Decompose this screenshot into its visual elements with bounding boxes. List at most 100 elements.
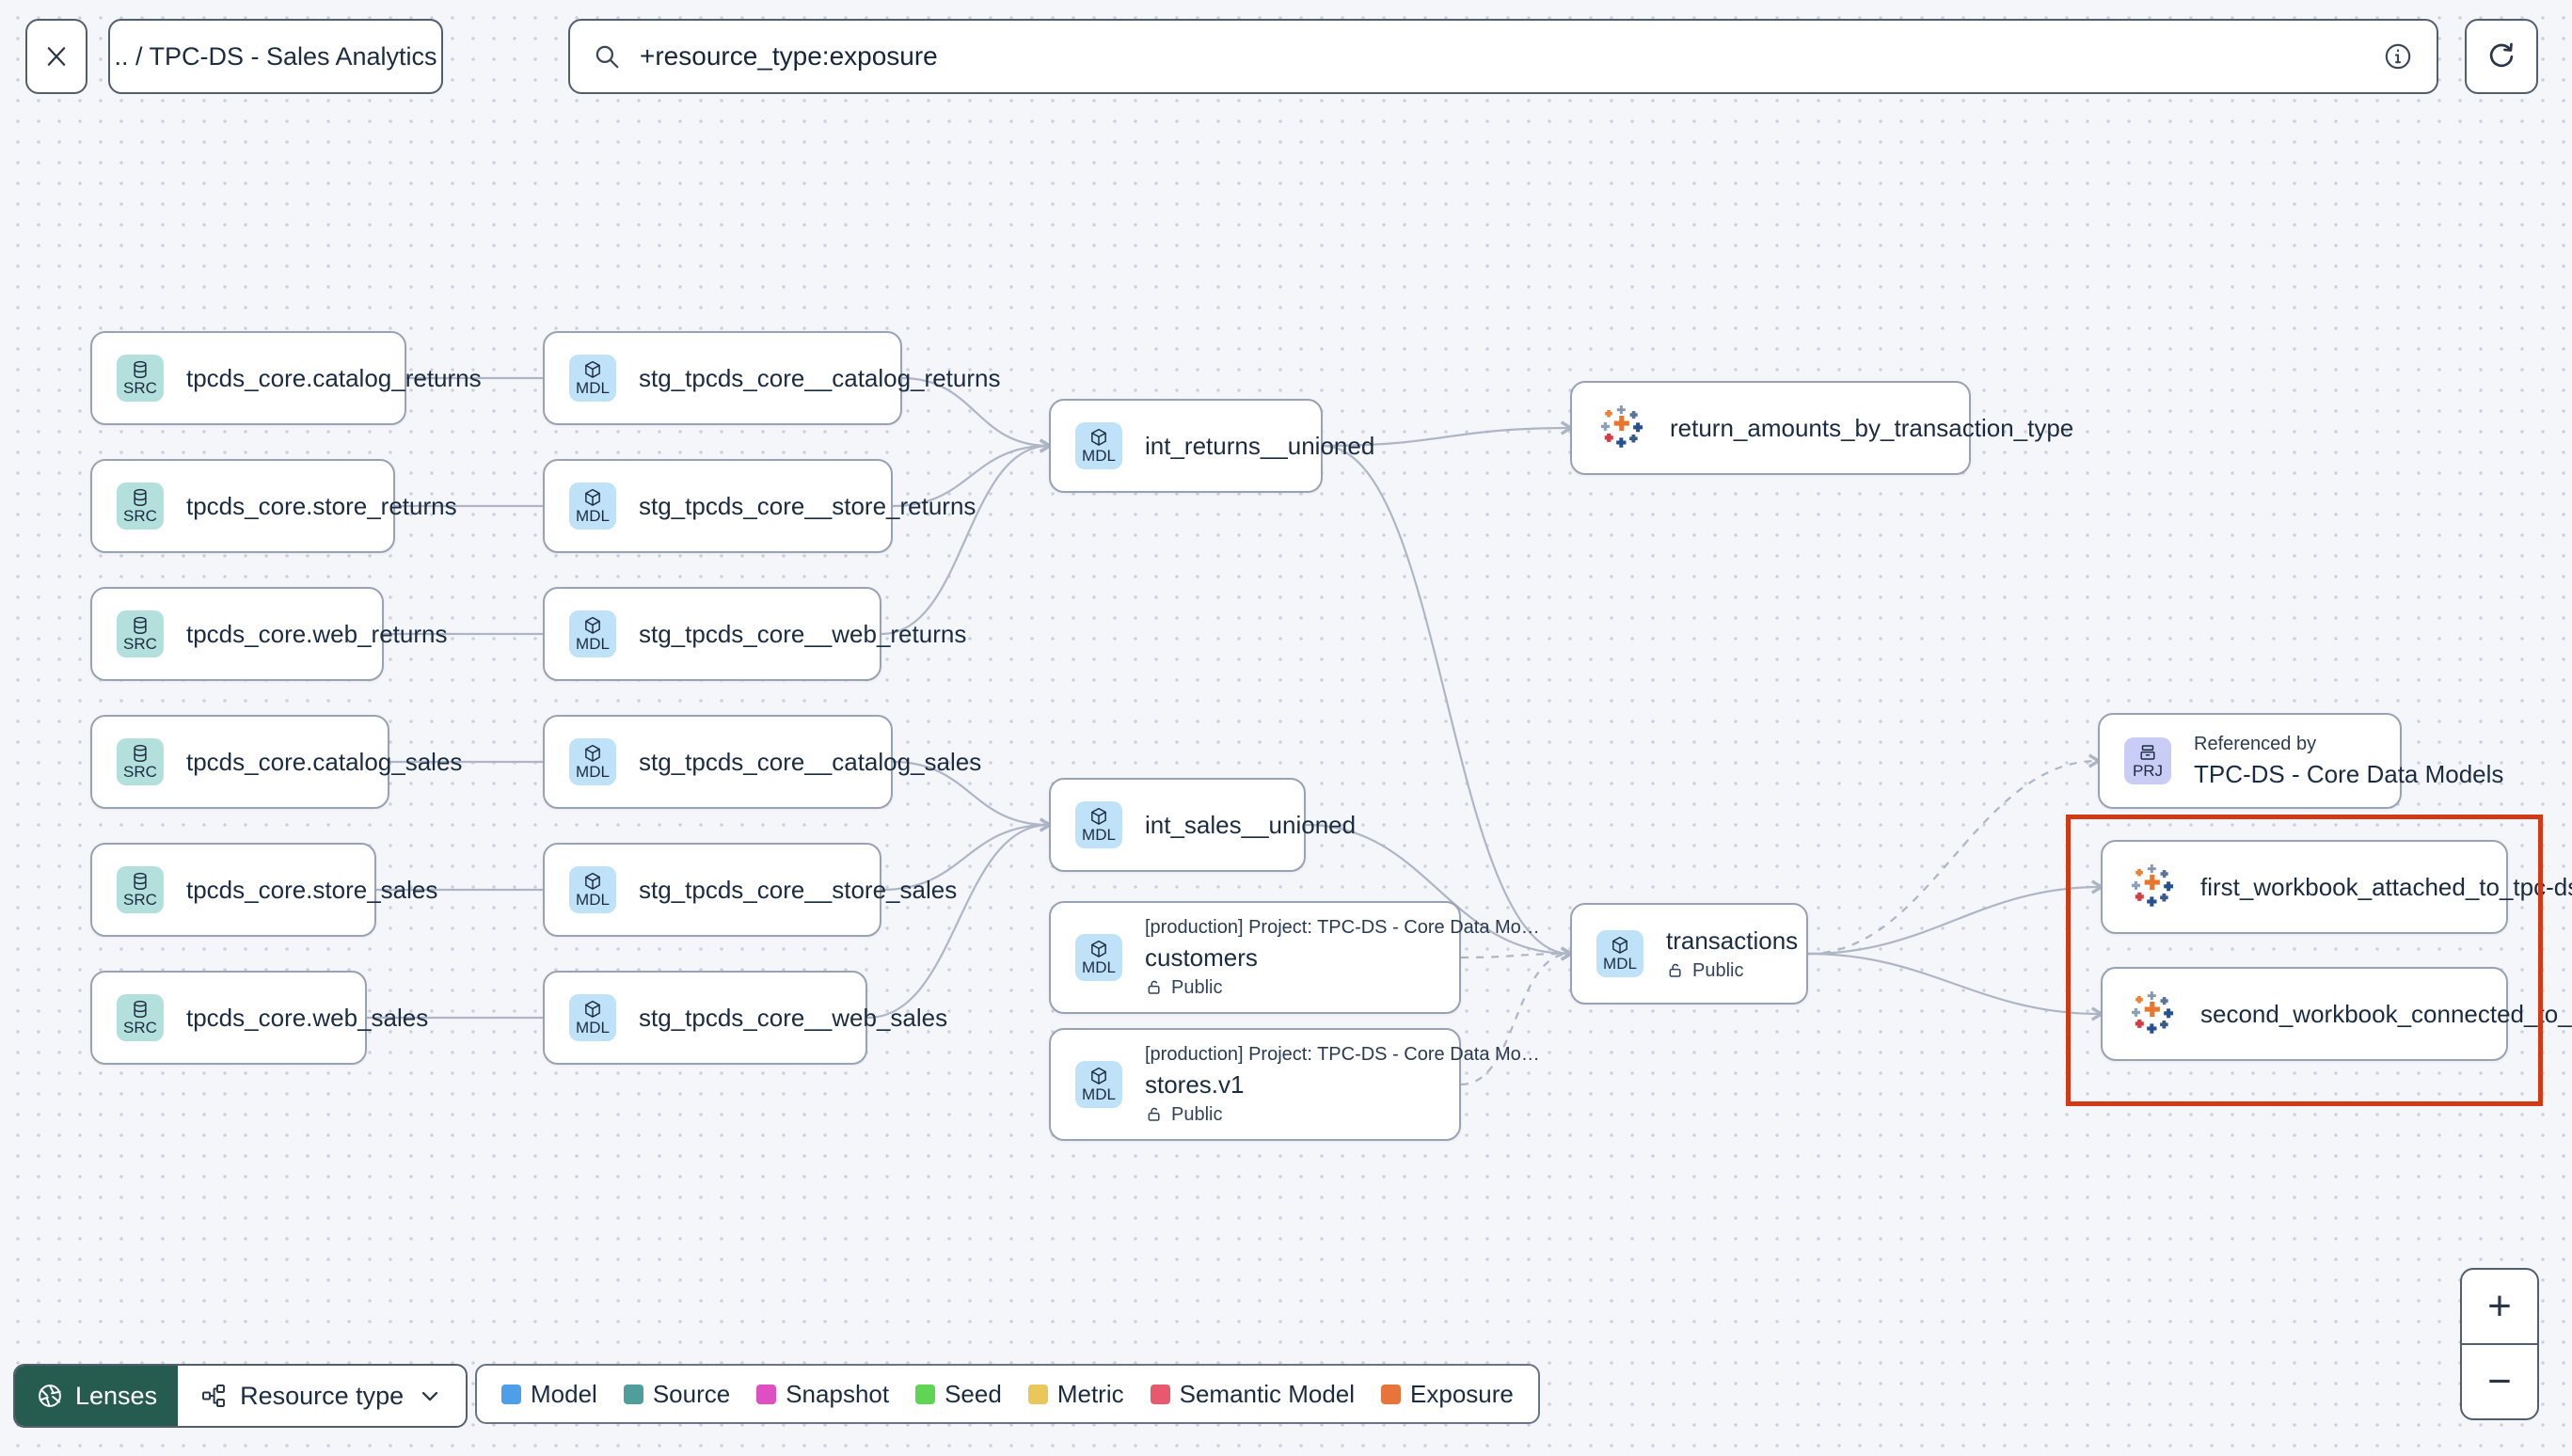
- node-return_amounts[interactable]: return_amounts_by_transaction_type: [1570, 381, 2073, 475]
- node-text: [production] Project: TPC-DS - Core Data…: [1145, 917, 1540, 999]
- search-icon: [595, 45, 619, 69]
- model-badge: MDL: [1596, 930, 1643, 977]
- access-badge: Public: [1145, 977, 1540, 999]
- badge-label: PRJ: [2132, 762, 2164, 781]
- node-top-label: [production] Project: TPC-DS - Core Data…: [1145, 916, 1540, 938]
- badge-label: MDL: [576, 379, 610, 398]
- tableau-icon: [1596, 403, 1647, 453]
- edge-transactions-to-first_workbook: [1807, 887, 2101, 956]
- badge-label: MDL: [576, 507, 610, 526]
- legend-item-source: Source: [623, 1380, 730, 1409]
- node-text: int_sales__unioned: [1145, 811, 1356, 840]
- node-second_workbook[interactable]: second_workbook_connected_to_live…: [2101, 967, 2572, 1061]
- model-badge: MDL: [569, 610, 616, 657]
- node-src_catalog_returns[interactable]: SRC tpcds_core.catalog_returns: [90, 331, 482, 425]
- source-badge: SRC: [117, 738, 164, 785]
- node-label: customers: [1145, 942, 1258, 972]
- node-text: tpcds_core.store_sales: [186, 876, 437, 905]
- chevron-down-icon: [422, 1391, 438, 1401]
- legend-item-exposure: Exposure: [1381, 1380, 1514, 1409]
- badge-label: MDL: [1082, 958, 1116, 977]
- cube-icon: [585, 361, 600, 378]
- legend-item-snapshot: Snapshot: [756, 1380, 889, 1409]
- cube-icon: [585, 1001, 600, 1018]
- badge-label: SRC: [123, 379, 157, 398]
- node-label: first_workbook_attached_to_tpc-ds_-_…: [2200, 872, 2572, 901]
- node-label: tpcds_core.web_returns: [186, 619, 448, 648]
- node-text: stg_tpcds_core__catalog_returns: [639, 364, 1000, 393]
- search-bar: [568, 19, 2438, 94]
- zoom-in-button[interactable]: +: [2462, 1270, 2537, 1343]
- legend-item-metric: Metric: [1027, 1380, 1124, 1409]
- node-label: tpcds_core.catalog_returns: [186, 363, 482, 392]
- node-label: TPC-DS - Core Data Models: [2194, 759, 2504, 788]
- source-badge: SRC: [117, 355, 164, 402]
- node-stg_catalog_returns[interactable]: MDL stg_tpcds_core__catalog_returns: [543, 331, 1000, 425]
- cube-icon: [1091, 808, 1106, 825]
- aperture-icon: [39, 1385, 61, 1407]
- node-text: int_returns__unioned: [1145, 432, 1374, 461]
- node-label: tpcds_core.store_returns: [186, 491, 457, 520]
- refresh-button[interactable]: [2465, 19, 2538, 94]
- node-text: stg_tpcds_core__catalog_sales: [639, 748, 981, 777]
- legend-item-model: Model: [501, 1380, 597, 1409]
- lock-open-icon: [1148, 980, 1160, 994]
- schema-icon: [202, 1385, 226, 1407]
- model-badge: MDL: [1075, 801, 1122, 848]
- legend-label: Exposure: [1410, 1379, 1514, 1408]
- node-label: tpcds_core.catalog_sales: [186, 747, 463, 776]
- lenses-button[interactable]: Lenses: [15, 1366, 179, 1426]
- legend-swatch: [1150, 1384, 1170, 1404]
- node-customers[interactable]: MDL [production] Project: TPC-DS - Core D…: [1049, 901, 1540, 1014]
- node-text: tpcds_core.web_returns: [186, 620, 447, 649]
- cube-icon: [1091, 429, 1106, 446]
- node-label: stg_tpcds_core__catalog_sales: [639, 747, 982, 776]
- zoom-out-button[interactable]: −: [2462, 1343, 2537, 1418]
- node-text: tpcds_core.catalog_returns: [186, 364, 482, 393]
- lenses-label: Lenses: [75, 1381, 158, 1410]
- search-input[interactable]: [638, 40, 2365, 72]
- database-icon: [134, 873, 147, 891]
- node-int_sales[interactable]: MDL int_sales__unioned: [1049, 778, 1356, 872]
- edge-int_returns-to-transactions: [1322, 444, 1570, 954]
- badge-label: MDL: [1082, 826, 1116, 845]
- node-src_catalog_sales[interactable]: SRC tpcds_core.catalog_sales: [90, 715, 462, 809]
- node-text: tpcds_core.store_returns: [186, 492, 457, 521]
- lock-open-icon: [1669, 963, 1681, 977]
- access-badge: Public: [1666, 960, 1798, 982]
- cube-icon: [585, 617, 600, 634]
- close-button[interactable]: [25, 19, 87, 94]
- legend-swatch: [915, 1384, 936, 1404]
- node-first_workbook[interactable]: first_workbook_attached_to_tpc-ds_-_…: [2101, 840, 2572, 934]
- resource-type-dropdown[interactable]: Resource type: [178, 1366, 466, 1426]
- node-src_store_returns[interactable]: SRC tpcds_core.store_returns: [90, 459, 457, 553]
- legend-label: Model: [531, 1379, 597, 1408]
- node-stores_v1[interactable]: MDL[production] Project: TPC-DS - Core D…: [1049, 1028, 1540, 1141]
- source-badge: SRC: [117, 483, 164, 530]
- legend-label: Seed: [945, 1379, 1002, 1408]
- model-badge: MDL: [1075, 934, 1122, 981]
- zoom-controls: + −: [2460, 1268, 2539, 1420]
- x-icon: [47, 47, 66, 66]
- info-icon[interactable]: [2382, 40, 2414, 72]
- plus-icon: +: [2487, 1283, 2512, 1329]
- node-label: stg_tpcds_core__store_sales: [639, 875, 958, 904]
- node-text: first_workbook_attached_to_tpc-ds_-_…: [2200, 873, 2572, 902]
- breadcrumb[interactable]: .. / TPC-DS - Sales Analytics: [108, 19, 443, 94]
- badge-label: MDL: [576, 635, 610, 654]
- cube-icon: [585, 745, 600, 762]
- database-icon: [134, 361, 147, 379]
